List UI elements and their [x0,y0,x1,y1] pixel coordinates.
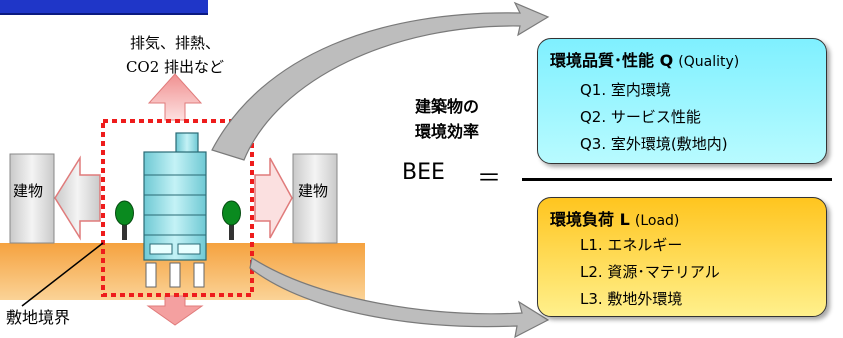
quality-item-q2: Q2. サービス性能 [580,108,701,126]
load-item-l1: L1. エネルギー [580,236,683,254]
load-item-l2: L2. 資源･マテリアル [580,263,720,281]
arrow-right [254,157,293,239]
left-building-shape [9,153,55,244]
bee-label: BEE [402,160,445,185]
arrow-left [54,155,101,241]
curve-arrow-top [211,1,550,161]
boundary-pointer [21,242,104,307]
emission-line-1: 排気、排熱、 [129,34,220,52]
load-title: 環境負荷 L (Load) [550,206,679,230]
load-title-en: (Load) [634,213,680,229]
quality-item-q1: Q1. 室内環境 [580,81,671,99]
quality-box: 環境品質･性能 Q (Quality) Q1. 室内環境 Q2. サービス性能 … [537,38,827,164]
load-item-l3: L3. 敷地外環境 [580,290,683,308]
arrow-up [147,73,203,121]
quality-title: 環境品質･性能 Q (Quality) [550,47,739,71]
building-label-left: 建物 [13,182,44,200]
curve-arrow-bottom [249,257,550,338]
arrow-down [146,295,204,326]
quality-item-q3: Q3. 室外環境(敷地内) [580,135,728,153]
title-bar [0,0,208,15]
site-boundary-label: 敷地境界 [6,308,71,327]
fraction-line [522,178,832,181]
emission-text: 排気、排熱、 CO2 排出など [100,31,250,79]
site-boundary [101,119,254,297]
building-label-right: 建物 [298,182,329,200]
right-building-shape [292,153,338,244]
tree-left [115,200,134,240]
tree-right [222,200,241,240]
emission-line-2: CO2 排出など [125,58,225,76]
load-box: 環境負荷 L (Load) L1. エネルギー L2. 資源･マテリアル L3.… [537,197,827,317]
bee-caption-line-2: 環境効率 [415,122,480,141]
equals-sign: ＝ [477,164,501,192]
bee-caption-line-1: 建築物の [415,97,480,116]
bee-caption: 建築物の 環境効率 [415,94,479,144]
main-building [143,132,207,288]
load-title-ja: 環境負荷 L [550,210,630,229]
quality-title-ja: 環境品質･性能 Q [550,51,674,70]
quality-title-en: (Quality) [678,54,740,70]
